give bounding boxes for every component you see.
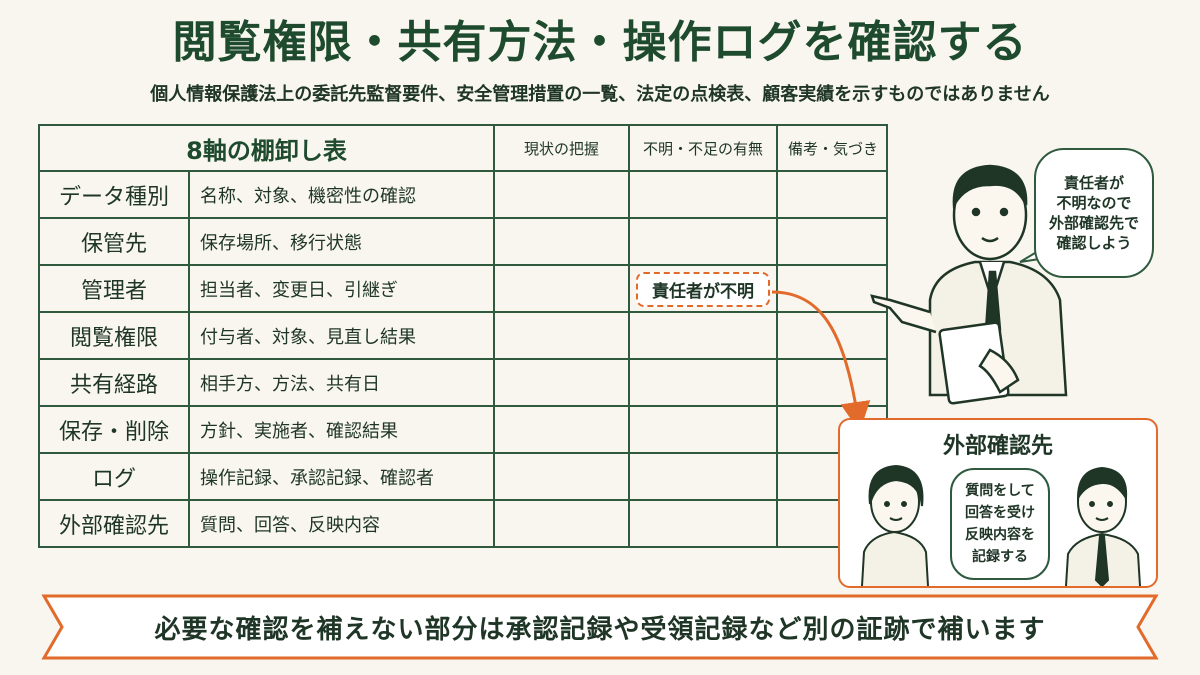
- missing-cell: [628, 499, 779, 548]
- external-line: 記録する: [972, 549, 1028, 565]
- table-header-row: 8軸の棚卸し表 現状の把握 不明・不足の有無 備考・気づき: [37, 124, 889, 172]
- axis-items: 相手方、方法、共有日: [187, 358, 496, 407]
- missing-cell: [628, 311, 779, 360]
- missing-cell: [628, 358, 779, 407]
- table-row: ログ 操作記録、承認記録、確認者: [38, 452, 889, 501]
- axis-label: 保管先: [38, 217, 190, 266]
- axis-items: 付与者、対象、見直し結果: [187, 311, 496, 360]
- axis-label: データ種別: [38, 170, 190, 219]
- axis-label: ログ: [38, 452, 190, 501]
- external-figures: [861, 464, 1141, 586]
- missing-cell: [628, 405, 779, 454]
- missing-owner-callout: 責任者が不明: [636, 272, 771, 307]
- status-cell: [493, 405, 631, 454]
- status-cell: [493, 217, 631, 266]
- man-figure: [1065, 466, 1141, 586]
- missing-cell: [628, 217, 779, 266]
- woman-figure: [861, 464, 929, 586]
- table-row: 共有経路 相手方、方法、共有日: [38, 358, 889, 407]
- external-line: 回答を受け: [965, 505, 1035, 521]
- speech-line: 確認しよう: [1056, 234, 1132, 252]
- table-row: 保管先 保存場所、移行状態: [38, 217, 889, 266]
- disclaimer-subtitle: 個人情報保護法上の委託先監督要件、安全管理措置の一覧、法定の点検表、顧客実績を示…: [150, 84, 1050, 105]
- notes-cell: [776, 358, 889, 407]
- external-line: 質問をして: [965, 483, 1035, 499]
- external-line: 反映内容を: [965, 527, 1035, 543]
- axis-label: 外部確認先: [38, 499, 190, 548]
- column-header-status: 現状の把握: [493, 124, 631, 172]
- inventory-table: 8軸の棚卸し表 現状の把握 不明・不足の有無 備考・気づき データ種別 名称、対…: [37, 124, 889, 548]
- status-cell: [493, 264, 631, 313]
- status-cell: [493, 358, 631, 407]
- external-panel-title: 外部確認先: [942, 434, 1053, 459]
- axis-items: 操作記録、承認記録、確認者: [187, 452, 496, 501]
- status-cell: [493, 499, 631, 548]
- notes-cell: [776, 311, 889, 360]
- presenter-speech-bubble: 責任者が 不明なので 外部確認先で 確認しよう: [1034, 148, 1154, 278]
- speech-line: 外部確認先で: [1048, 214, 1139, 232]
- column-header-missing: 不明・不足の有無: [628, 124, 779, 172]
- notes-cell: [776, 264, 889, 313]
- missing-cell: 責任者が不明: [628, 264, 779, 313]
- table-row: データ種別 名称、対象、機密性の確認: [38, 170, 889, 219]
- presenter-figure: [870, 164, 1068, 405]
- status-cell: [493, 452, 631, 501]
- page-title: 閲覧権限・共有方法・操作ログを確認する: [172, 17, 1028, 68]
- external-speech-bubble: 質問をして 回答を受け 反映内容を 記録する: [950, 468, 1050, 580]
- axis-label: 管理者: [38, 264, 190, 313]
- column-header-notes: 備考・気づき: [776, 124, 889, 172]
- notes-cell: [776, 170, 889, 219]
- bottom-banner: [41, 594, 1159, 660]
- table-row: 保存・削除 方針、実施者、確認結果: [38, 405, 889, 454]
- table-row: 閲覧権限 付与者、対象、見直し結果: [38, 311, 889, 360]
- table-row: 管理者 担当者、変更日、引継ぎ 責任者が不明: [38, 264, 889, 313]
- external-contact-panel: 外部確認先 質問をして 回答を受け 反映内容を 記録する: [838, 418, 1158, 588]
- axis-items: 担当者、変更日、引継ぎ: [187, 264, 496, 313]
- missing-cell: [628, 170, 779, 219]
- axis-items: 方針、実施者、確認結果: [187, 405, 496, 454]
- status-cell: [493, 170, 631, 219]
- status-cell: [493, 311, 631, 360]
- axis-label: 共有経路: [38, 358, 190, 407]
- connector-arrow: [771, 290, 871, 432]
- missing-cell: [628, 452, 779, 501]
- axis-label: 閲覧権限: [38, 311, 190, 360]
- table-title: 8軸の棚卸し表: [37, 124, 496, 172]
- axis-label: 保存・削除: [38, 405, 190, 454]
- axis-items: 質問、回答、反映内容: [187, 499, 496, 548]
- notes-cell: [776, 217, 889, 266]
- axis-items: 名称、対象、機密性の確認: [187, 170, 496, 219]
- speech-line: 不明なので: [1056, 194, 1132, 212]
- axis-items: 保存場所、移行状態: [187, 217, 496, 266]
- speech-line: 責任者が: [1063, 174, 1124, 192]
- banner-message: 必要な確認を補えない部分は承認記録や受領記録など別の証跡で補います: [154, 614, 1046, 645]
